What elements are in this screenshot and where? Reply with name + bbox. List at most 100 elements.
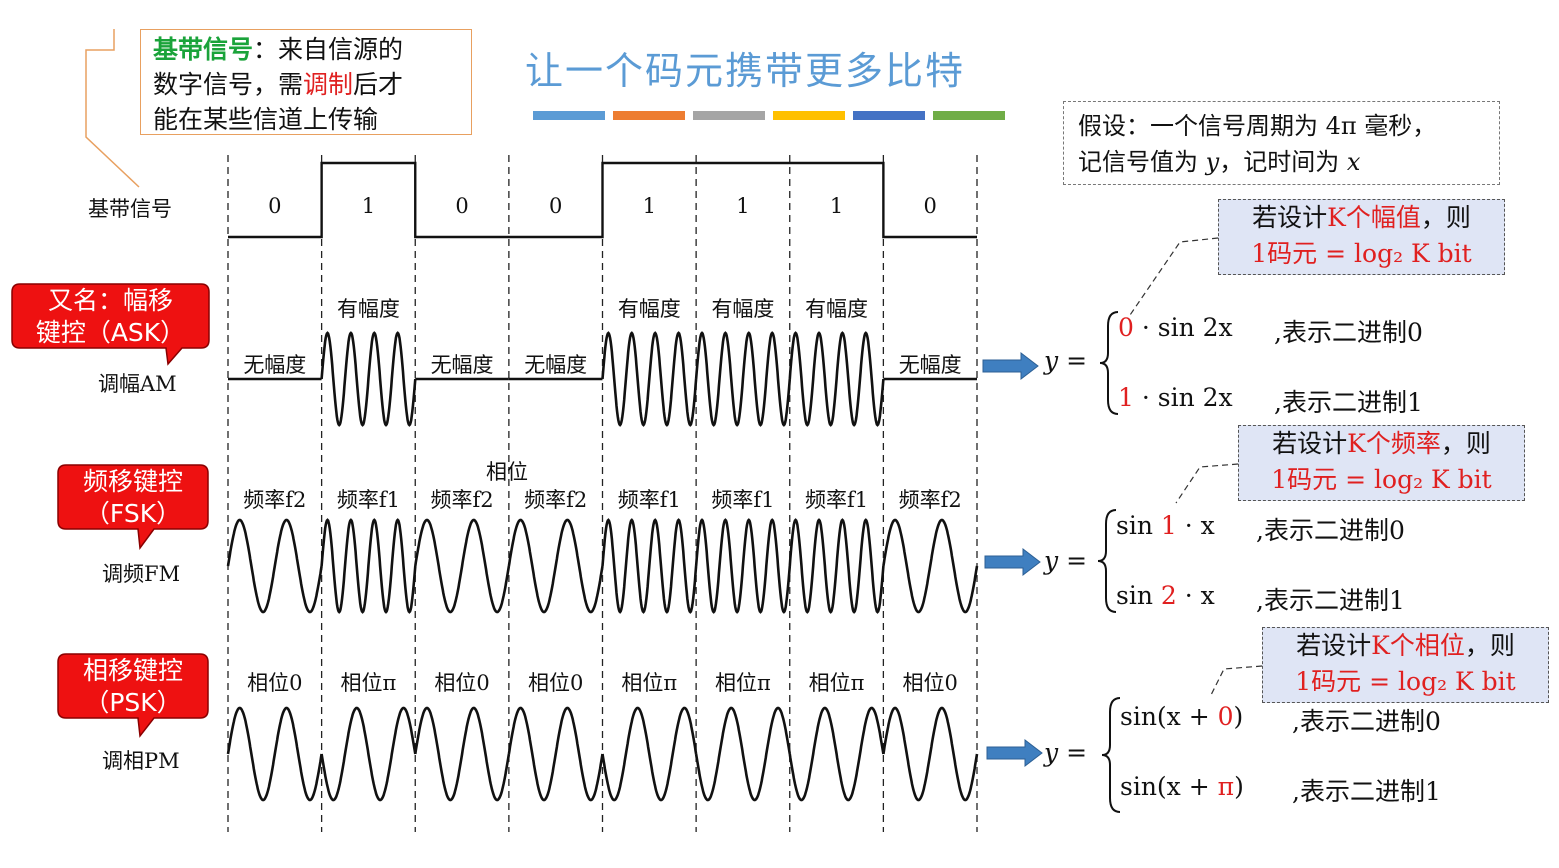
psk-case-0: sin(x + 0) (1120, 702, 1243, 731)
definition-modulation-word: 调制 (303, 70, 354, 99)
psk-slot-label: 相位0 (247, 671, 303, 695)
fsk-y-equals: y = (1044, 546, 1088, 575)
connector-line (85, 29, 140, 188)
formula-link (1209, 665, 1263, 698)
badge-shape (57, 653, 209, 738)
ask-case-0-note: ,表示二进制0 (1274, 318, 1423, 347)
formula-link (1127, 237, 1219, 319)
fsk-case1-a: sin (1116, 581, 1161, 610)
ask-formula-b: ，则 (1420, 203, 1471, 232)
psk-case-0-note: ,表示二进制0 (1292, 707, 1441, 736)
assumption-line2-b: ，记时间为 (1219, 148, 1347, 176)
assumption-line1: 假设：一个信号周期为 4π 毫秒， (1078, 112, 1437, 140)
ask-formula-box: 若设计K个幅值，则 1码元 = log₂ K bit (1218, 199, 1505, 275)
psk-segment (788, 706, 885, 802)
result-arrow (986, 738, 1043, 768)
definition-line1: ：来自信源的 (253, 35, 404, 64)
ask-case-1: 1 · sin 2x (1118, 383, 1233, 412)
psk-slot-label: 相位π (340, 671, 397, 695)
fsk-formula-box: 若设计K个频率，则 1码元 = log₂ K bit (1238, 425, 1525, 501)
ask-case1-coef: 1 (1118, 383, 1134, 412)
ask-badge: 又名：幅移 键控（ASK） (12, 285, 209, 349)
fsk-formula-a: 若设计 (1272, 429, 1348, 458)
fsk-slot-label: 频率f1 (336, 488, 400, 512)
psk-formula-b: ，则 (1464, 631, 1515, 660)
ask-slot-label: 有幅度 (805, 297, 869, 321)
fsk-case-0: sin 1 · x (1116, 511, 1215, 540)
baseband-bit-label: 1 (829, 194, 844, 218)
ask-slot-label: 无幅度 (430, 353, 494, 377)
psk-case0-coef: 0 (1217, 702, 1234, 731)
fsk-badge: 频移键控 （FSK） (58, 466, 208, 530)
ask-formula-line2: 1码元 = log₂ K bit (1251, 239, 1472, 268)
fsk-segment (414, 518, 511, 614)
psk-slot-label: 相位π (808, 671, 865, 695)
baseband-bit-label: 0 (268, 194, 282, 218)
psk-badge-line2: （PSK） (84, 688, 182, 717)
baseband-bit-label: 0 (549, 194, 563, 218)
fsk-sub-label: 调频FM (102, 562, 181, 586)
ask-badge-line2: 键控（ASK） (35, 318, 186, 347)
fsk-case0-a: sin (1116, 511, 1161, 540)
title-color-bar (933, 111, 1005, 120)
psk-formula-box: 若设计K个相位，则 1码元 = log₂ K bit (1262, 627, 1549, 703)
ask-formula-a: 若设计 (1252, 203, 1328, 232)
title-color-bar (533, 111, 605, 120)
ask-case0-expr: · sin 2x (1133, 313, 1233, 342)
ask-case-1-note: ,表示二进制1 (1274, 388, 1423, 417)
psk-y-equals: y = (1044, 738, 1088, 767)
psk-slot-label: 相位0 (528, 671, 584, 695)
red-badges (11, 283, 210, 738)
fsk-case1-coef: 2 (1160, 581, 1177, 610)
fsk-badge-line2: （FSK） (84, 499, 182, 528)
result-arrow (984, 547, 1041, 577)
psk-segment (507, 706, 604, 802)
psk-case-1: sin(x + π) (1120, 772, 1244, 801)
fsk-case0-coef: 1 (1160, 511, 1177, 540)
fsk-slot-label: 频率f1 (711, 488, 775, 512)
fsk-segment (882, 518, 979, 614)
assumption-var-x: x (1346, 148, 1361, 176)
psk-badge: 相移键控 （PSK） (58, 655, 208, 719)
psk-segment (414, 706, 511, 802)
ask-carrier-segment (694, 331, 792, 427)
fsk-slot-label: 频率f2 (524, 488, 588, 512)
fsk-case-1: sin 2 · x (1116, 581, 1215, 610)
ask-carrier-segment (320, 331, 417, 427)
fsk-segment (320, 518, 417, 614)
title-color-bar (773, 111, 845, 120)
psk-case1-coef: π (1217, 772, 1235, 801)
baseband-row-label: 基带信号 (88, 197, 172, 221)
baseband-line (228, 161, 977, 239)
fsk-slot-label: 频率f2 (430, 488, 494, 512)
assumption-box: 假设：一个信号周期为 4π 毫秒， 记信号值为 y，记时间为 x (1063, 101, 1500, 185)
baseband-definition-box: 基带信号：来自信源的 数字信号，需调制后才 能在某些信道上传输 (140, 29, 472, 135)
ask-badge-line1: 又名：幅移 (47, 286, 173, 315)
fsk-formula-line2: 1码元 = log₂ K bit (1271, 465, 1492, 494)
psk-case1-a: sin(x + (1120, 772, 1218, 801)
psk-segment (320, 706, 417, 802)
info-box-connector (85, 29, 140, 188)
ask-case0-coef: 0 (1118, 313, 1134, 342)
fsk-segment (788, 518, 885, 614)
fsk-slot-label: 频率f2 (243, 488, 307, 512)
case-braces (1097, 311, 1121, 813)
psk-slot-label: 相位π (621, 671, 678, 695)
case-brace (1099, 311, 1119, 415)
ask-carrier-segment (788, 331, 885, 427)
psk-case1-b: ) (1234, 772, 1244, 801)
ask-slot-label: 无幅度 (524, 353, 588, 377)
fsk-segment (226, 518, 323, 614)
psk-slot-label: 相位π (715, 671, 771, 695)
assumption-line2-a: 记信号值为 (1078, 148, 1206, 176)
psk-segment (601, 706, 698, 802)
fsk-case0-b: · x (1176, 511, 1215, 540)
ask-slot-label: 有幅度 (336, 297, 400, 321)
fsk-waveform (226, 518, 979, 614)
fsk-case-0-note: ,表示二进制0 (1256, 516, 1405, 545)
fsk-slot-label: 频率f1 (804, 488, 869, 512)
definition-line2-b: 后才 (353, 70, 404, 99)
baseband-waveform (228, 161, 977, 239)
baseband-bit-label: 0 (455, 194, 469, 218)
